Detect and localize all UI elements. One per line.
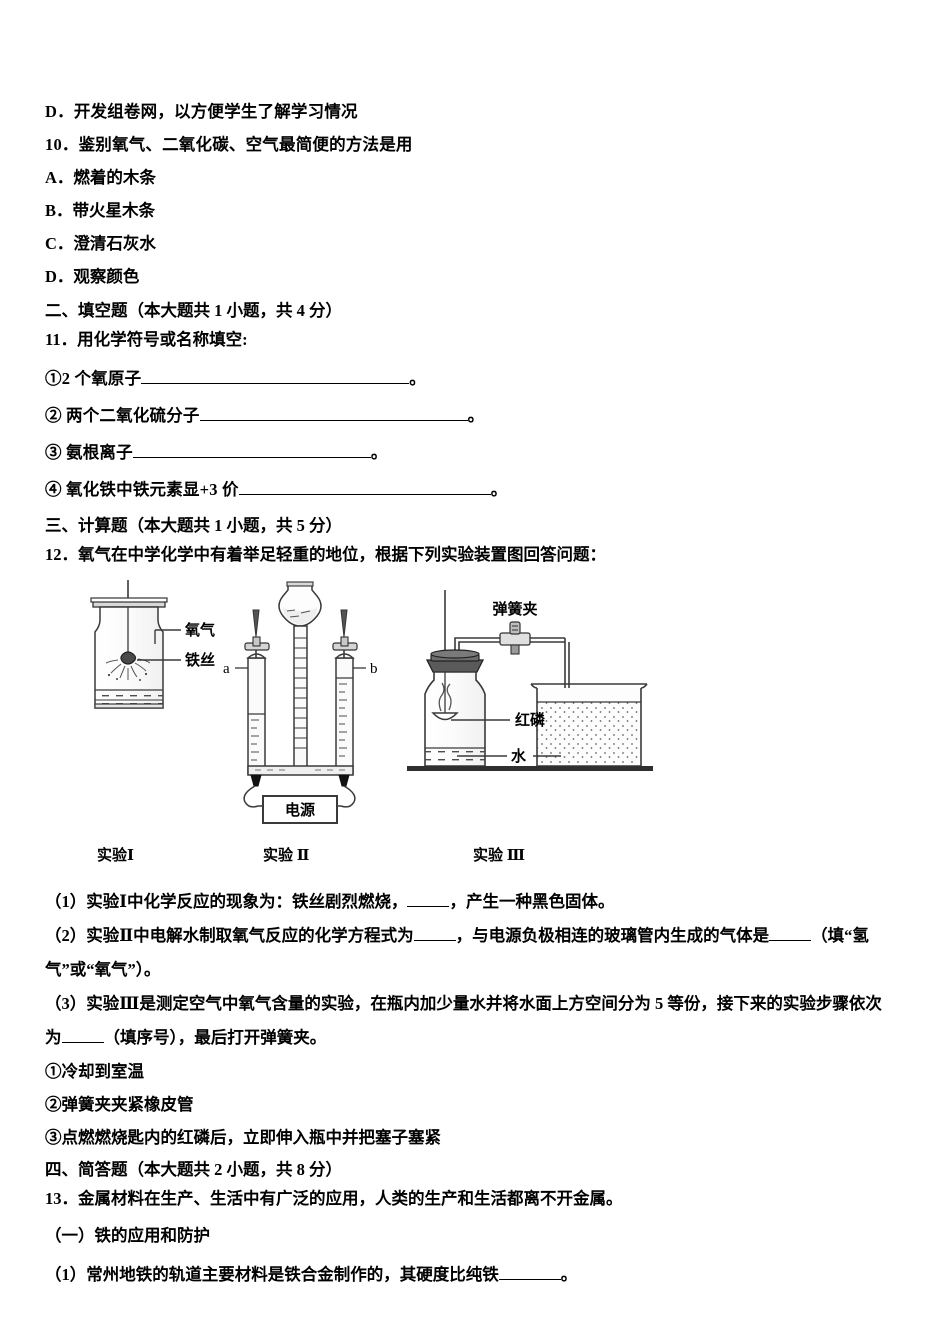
question12-part-2-text-d: 气”或“氧气”）。 xyxy=(45,960,161,979)
question12-step-3: ③点燃燃烧匙内的红磷后，立即伸入瓶中并把塞子塞紧 xyxy=(45,1128,441,1147)
question13-stem: 13．金属材料在生产、生活中有广泛的应用，人类的生产和生活都离不开金属。 xyxy=(45,1189,623,1208)
question11-item-4-tail: 。 xyxy=(490,480,508,499)
question13-part-1: （1）常州地铁的轨道主要材料是铁合金制作的，其硬度比纯铁 。 xyxy=(45,1258,905,1292)
question11-item-3-blank[interactable] xyxy=(132,457,371,458)
question13-subheading: （一）铁的应用和防护 xyxy=(45,1226,210,1245)
experiment-3-apparatus: 弹簧夹 xyxy=(407,590,653,771)
question12-part-3-text-c: （填序号），最后打开弹簧夹。 xyxy=(103,1028,327,1047)
label-tube-a: a xyxy=(223,661,230,677)
label-red-phosphorus: 红磷 xyxy=(515,711,546,729)
question11-item-3-tail: 。 xyxy=(370,443,388,462)
question11-item-1: ①2 个氧原子 。 xyxy=(45,362,905,395)
caption-experiment-1: 实验Ⅰ xyxy=(97,848,135,864)
question10-option-a: A．燃着的木条 xyxy=(45,168,156,187)
question12-part-3-text-b: 为 xyxy=(45,1028,62,1047)
question11-item-2-blank[interactable] xyxy=(199,420,468,421)
question12-part-1-text-before: （1）实验Ⅰ中化学反应的现象为：铁丝剧烈燃烧， xyxy=(45,892,408,911)
label-spring-clip: 弹簧夹 xyxy=(492,600,537,618)
caption-experiment-2: 实验 Ⅱ xyxy=(263,848,310,864)
question10-option-c: C．澄清石灰水 xyxy=(45,234,156,253)
question12-stem: 12．氧气在中学化学中有着举足轻重的地位，根据下列实验装置图回答问题： xyxy=(45,545,606,564)
question11-item-4: ④ 氧化铁中铁元素显+3 价 。 xyxy=(45,473,905,506)
question12-part-2-blank-1[interactable] xyxy=(413,940,456,941)
question11-item-1-blank[interactable] xyxy=(141,383,410,384)
question12-part-2: （2）实验Ⅱ中电解水制取氧气反应的化学方程式为 ，与电源负极相连的玻璃管内生成的气… xyxy=(45,919,905,987)
caption-experiment-3: 实验 Ⅲ xyxy=(473,848,526,864)
question12-part-2-blank-2[interactable] xyxy=(769,940,812,941)
label-oxygen-exp1: 氧气 xyxy=(184,621,215,639)
question12-part-1-blank[interactable] xyxy=(407,906,450,907)
question12-part-1: （1）实验Ⅰ中化学反应的现象为：铁丝剧烈燃烧， ，产生一种黑色固体。 xyxy=(45,885,905,919)
question11-item-1-tail: 。 xyxy=(409,369,426,388)
question13-part-1-text-b: 。 xyxy=(560,1265,578,1284)
question12-part-2-text-a: （2）实验Ⅱ中电解水制取氧气反应的化学方程式为 xyxy=(45,926,414,945)
question10-option-d: D．观察颜色 xyxy=(45,267,140,286)
question11-item-3-label: ③ 氨根离子 xyxy=(45,443,133,462)
label-water: 水 xyxy=(511,747,527,765)
experiment-2-apparatus: 电源 a b xyxy=(223,581,378,824)
question12-step-1: ①冷却到室温 xyxy=(45,1062,144,1081)
question12-part-3-text-a: （3）实验Ⅲ是测定空气中氧气含量的实验，在瓶内加少量水并将水面上方空间分为 5 … xyxy=(45,994,882,1013)
question11-item-1-label: ①2 个氧原子 xyxy=(45,369,142,388)
section2-heading: 二、填空题（本大题共 1 小题，共 4 分） xyxy=(45,301,342,320)
question12-part-2-text-b: ，与电源负极相连的玻璃管内生成的气体是 xyxy=(455,926,770,945)
question11-item-4-label: ④ 氧化铁中铁元素显+3 价 xyxy=(45,480,239,499)
question11-item-4-blank[interactable] xyxy=(238,494,491,495)
question12-part-3: （3）实验Ⅲ是测定空气中氧气含量的实验，在瓶内加少量水并将水面上方空间分为 5 … xyxy=(45,987,905,1055)
label-power-supply: 电源 xyxy=(285,801,315,819)
experiment-1-apparatus: 氧气 铁丝 xyxy=(90,580,215,709)
question11-stem: 11．用化学符号或名称填空: xyxy=(45,330,248,349)
section3-heading: 三、计算题（本大题共 1 小题，共 5 分） xyxy=(45,516,342,535)
question11-item-2-label: ② 两个二氧化硫分子 xyxy=(45,406,200,425)
question13-part-1-text-a: （1）常州地铁的轨道主要材料是铁合金制作的，其硬度比纯铁 xyxy=(45,1265,499,1284)
section4-heading: 四、简答题（本大题共 2 小题，共 8 分） xyxy=(45,1160,342,1179)
question13-part-1-blank[interactable] xyxy=(498,1279,561,1280)
experiment-captions: 实验Ⅰ 实验 Ⅱ 实验 Ⅲ xyxy=(45,844,905,872)
experiment-figure: 氧气 铁丝 xyxy=(45,580,905,842)
question12-part-1-text-after: ，产生一种黑色固体。 xyxy=(449,892,615,911)
question11-item-2: ② 两个二氧化硫分子 。 xyxy=(45,399,905,432)
question9-option-d: D．开发组卷网，以方便学生了解学习情况 xyxy=(45,102,358,121)
question10-option-b: B．带火星木条 xyxy=(45,201,156,220)
label-tube-b: b xyxy=(370,661,378,677)
question11-item-2-tail: 。 xyxy=(467,406,485,425)
question11-item-3: ③ 氨根离子 。 xyxy=(45,436,905,469)
question10-stem: 10．鉴别氧气、二氧化碳、空气最简便的方法是用 xyxy=(45,135,413,154)
label-iron-wire-exp1: 铁丝 xyxy=(185,651,215,669)
question12-part-3-blank[interactable] xyxy=(61,1042,104,1043)
question12-step-2: ②弹簧夹夹紧橡皮管 xyxy=(45,1095,194,1114)
question12-part-2-text-c: （填“氢 xyxy=(811,926,869,945)
